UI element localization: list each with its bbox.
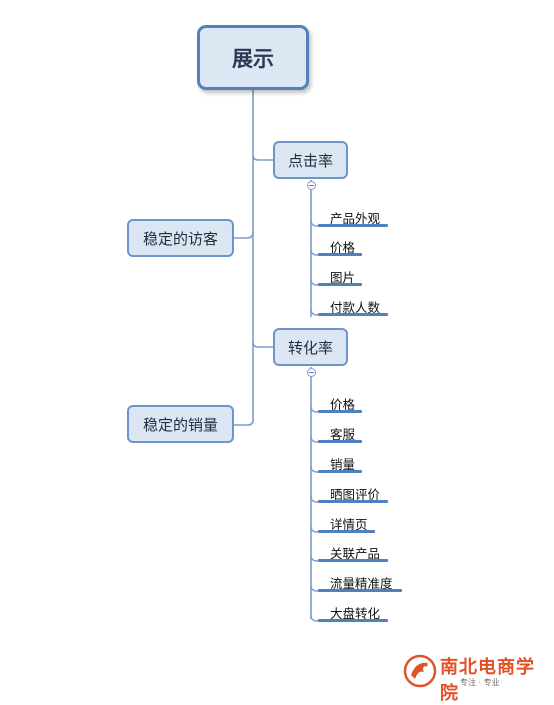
leaf-connector	[310, 584, 318, 592]
leaf-connector	[310, 525, 318, 533]
leaf-connector	[310, 435, 318, 443]
leaf-underline	[318, 470, 362, 473]
leaf-connector	[310, 495, 318, 503]
phoenix-logo-icon	[403, 654, 437, 688]
leaf-connector	[310, 248, 318, 256]
node-stable-visitors-label: 稳定的访客	[142, 229, 218, 248]
leaf-connector	[310, 465, 318, 473]
node-stable-sales[interactable]: 稳定的销量	[127, 405, 234, 443]
connector-ctr	[252, 154, 273, 161]
node-click-rate[interactable]: 点击率	[273, 141, 348, 179]
leaf-underline	[318, 589, 402, 592]
leaf-connector	[310, 614, 318, 622]
collapse-toggle-icon[interactable]	[307, 368, 316, 377]
node-conversion-rate[interactable]: 转化率	[273, 328, 348, 366]
leaf-label: 价格	[330, 397, 356, 412]
connector-visitors	[234, 231, 254, 239]
leaf-label: 晒图评价	[330, 487, 381, 502]
leaf-label: 销量	[330, 457, 356, 472]
leaf-label: 关联产品	[330, 546, 381, 561]
leaf-underline	[318, 619, 388, 622]
node-click-rate-label: 点击率	[287, 151, 333, 170]
leaf-underline	[318, 283, 362, 286]
node-stable-sales-label: 稳定的销量	[142, 415, 218, 434]
leaf-label: 价格	[330, 240, 356, 255]
leaf-label: 详情页	[330, 517, 368, 532]
root-label: 展示	[232, 46, 274, 71]
node-stable-visitors[interactable]: 稳定的访客	[127, 219, 234, 257]
leaf-underline	[318, 530, 375, 533]
leaf-connector	[310, 278, 318, 286]
leaf-label: 大盘转化	[330, 606, 381, 621]
connector-cvr	[252, 341, 273, 348]
leaf-underline	[318, 440, 362, 443]
collapse-toggle-icon[interactable]	[307, 181, 316, 190]
node-conversion-rate-label: 转化率	[287, 338, 333, 357]
leaf-underline	[318, 224, 388, 227]
leaf-underline	[318, 253, 362, 256]
leaf-underline	[318, 500, 388, 503]
leaf-connector	[310, 219, 318, 227]
leaf-connector	[310, 405, 318, 413]
leaf-label: 客服	[330, 427, 356, 442]
leaf-label: 产品外观	[330, 211, 381, 226]
leaf-label: 流量精准度	[330, 576, 393, 591]
leaf-connector	[310, 554, 318, 562]
watermark-subtitle: 专注 · 专业	[460, 678, 500, 687]
leaf-underline	[318, 313, 388, 316]
leaf-label: 图片	[330, 270, 356, 285]
leaf-underline	[318, 559, 388, 562]
root-node[interactable]: 展示	[197, 25, 309, 90]
leaf-connector	[310, 308, 318, 316]
trunk-line	[234, 90, 254, 426]
leaf-label: 付款人数	[330, 300, 381, 315]
leaf-underline	[318, 410, 362, 413]
watermark-logo: 南北电商学院 专注 · 专业	[402, 650, 552, 704]
